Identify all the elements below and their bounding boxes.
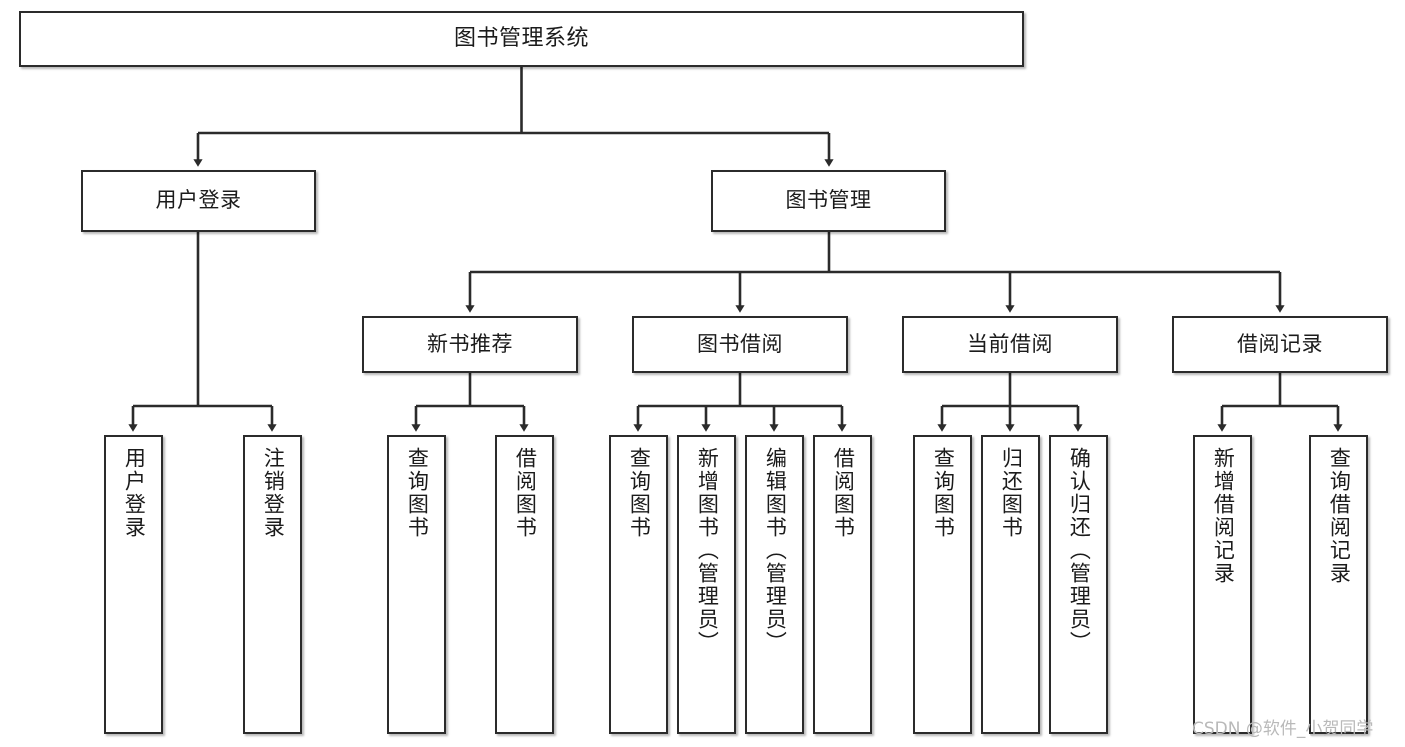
node-label: 归还图书 bbox=[999, 447, 1024, 539]
node-label: 图书管理系统 bbox=[453, 25, 589, 51]
leaf-user-login-signin[interactable]: 用户登录 bbox=[104, 435, 163, 734]
watermark-text: CSDN @软件_小贺同学 bbox=[1192, 719, 1374, 739]
node-label: 用户登录 bbox=[122, 447, 147, 539]
node-label: 新增借阅记录 bbox=[1211, 447, 1236, 585]
node-label: 查询图书 bbox=[627, 447, 652, 539]
node-label: 图书借阅 bbox=[697, 331, 783, 356]
node-label: 查询借阅记录 bbox=[1327, 447, 1352, 585]
node-label: 注销登录 bbox=[261, 447, 286, 539]
leaf-book-borrow-query[interactable]: 查询图书 bbox=[609, 435, 668, 734]
node-label: 查询图书 bbox=[931, 447, 956, 539]
node-book-management[interactable]: 图书管理 bbox=[711, 170, 946, 232]
leaf-current-borrow-return[interactable]: 归还图书 bbox=[981, 435, 1040, 734]
node-label: 借阅图书 bbox=[831, 447, 856, 539]
node-label: 当前借阅 bbox=[967, 331, 1053, 356]
node-root-system[interactable]: 图书管理系统 bbox=[19, 11, 1024, 67]
node-current-borrow[interactable]: 当前借阅 bbox=[902, 316, 1118, 373]
leaf-current-borrow-confirm-return[interactable]: 确认归还（管理员） bbox=[1049, 435, 1108, 734]
leaf-borrow-record-add[interactable]: 新增借阅记录 bbox=[1193, 435, 1252, 734]
node-label: 新增图书（管理员） bbox=[695, 447, 720, 654]
node-borrow-record[interactable]: 借阅记录 bbox=[1172, 316, 1388, 373]
node-label: 用户登录 bbox=[155, 188, 242, 213]
leaf-new-book-borrow[interactable]: 借阅图书 bbox=[495, 435, 554, 734]
node-new-book-recommend[interactable]: 新书推荐 bbox=[362, 316, 578, 373]
node-book-borrow[interactable]: 图书借阅 bbox=[632, 316, 848, 373]
leaf-book-borrow-lend[interactable]: 借阅图书 bbox=[813, 435, 872, 734]
node-label: 编辑图书（管理员） bbox=[763, 447, 788, 654]
leaf-new-book-query[interactable]: 查询图书 bbox=[387, 435, 446, 734]
leaf-book-borrow-add[interactable]: 新增图书（管理员） bbox=[677, 435, 736, 734]
node-label: 查询图书 bbox=[405, 447, 430, 539]
node-label: 借阅图书 bbox=[513, 447, 538, 539]
leaf-borrow-record-query[interactable]: 查询借阅记录 bbox=[1309, 435, 1368, 734]
leaf-book-borrow-edit[interactable]: 编辑图书（管理员） bbox=[745, 435, 804, 734]
node-label: 新书推荐 bbox=[427, 331, 513, 356]
leaf-user-login-signout[interactable]: 注销登录 bbox=[243, 435, 302, 734]
node-user-login[interactable]: 用户登录 bbox=[81, 170, 316, 232]
node-label: 借阅记录 bbox=[1237, 331, 1323, 356]
node-label: 图书管理 bbox=[785, 188, 872, 213]
node-label: 确认归还（管理员） bbox=[1067, 447, 1092, 654]
leaf-current-borrow-query[interactable]: 查询图书 bbox=[913, 435, 972, 734]
